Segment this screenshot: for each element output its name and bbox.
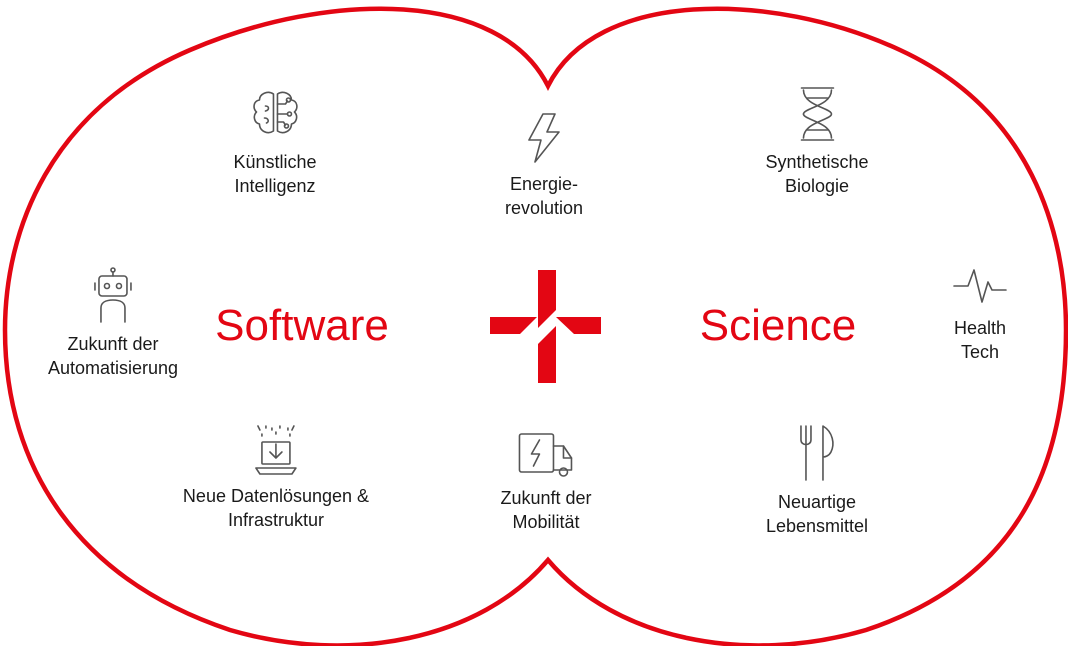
science-label: Science <box>699 301 857 350</box>
topic-label-line2: Lebensmittel <box>765 516 869 536</box>
topic-label-line2: revolution <box>504 198 584 218</box>
data-download-icon <box>248 424 304 476</box>
fork-knife-icon <box>795 424 839 482</box>
robot-icon <box>91 266 135 324</box>
topic-label-line1: Energie- <box>509 174 579 194</box>
topic-zukunft-der-mobilitaet: Zukunft der Mobilität <box>500 432 592 534</box>
topic-label-line1: Synthetische <box>765 152 869 172</box>
topic-label-line1: Health <box>953 318 1007 338</box>
topic-label-line2: Intelligenz <box>234 176 316 196</box>
topic-label-line1: Zukunft der <box>67 334 159 354</box>
topic-label-line2: Biologie <box>784 176 850 196</box>
topic-label-line1: Neuartige <box>777 492 857 512</box>
topic-energierevolution: Energie- revolution <box>505 112 583 220</box>
red-cross-logo <box>490 270 601 383</box>
topic-label-line2: Tech <box>960 342 1000 362</box>
topic-neue-datenloesungen: Neue Datenlösungen & Infrastruktur <box>183 424 369 532</box>
pulse-icon <box>952 262 1008 308</box>
electric-truck-icon <box>517 432 575 478</box>
topic-label-line2: Mobilität <box>512 512 580 532</box>
topic-zukunft-der-automatisierung: Zukunft der Automatisierung <box>48 266 178 380</box>
topic-kuenstliche-intelligenz: Künstliche Intelligenz <box>233 86 317 198</box>
topic-label-line1: Künstliche <box>233 152 317 172</box>
dna-icon <box>793 86 841 142</box>
software-label: Software <box>215 301 389 350</box>
topic-label-line1: Zukunft der <box>500 488 592 508</box>
brain-icon <box>247 86 303 142</box>
topic-label-line1: Neue Datenlösungen & <box>182 486 370 506</box>
topic-synthetische-biologie: Synthetische Biologie <box>765 86 869 198</box>
topic-health-tech: Health Tech <box>952 262 1008 364</box>
topic-label-line2: Infrastruktur <box>227 510 325 530</box>
topic-label-line2: Automatisierung <box>47 358 179 378</box>
lightning-icon <box>521 112 567 164</box>
topic-neuartige-lebensmittel: Neuartige Lebensmittel <box>766 424 868 538</box>
